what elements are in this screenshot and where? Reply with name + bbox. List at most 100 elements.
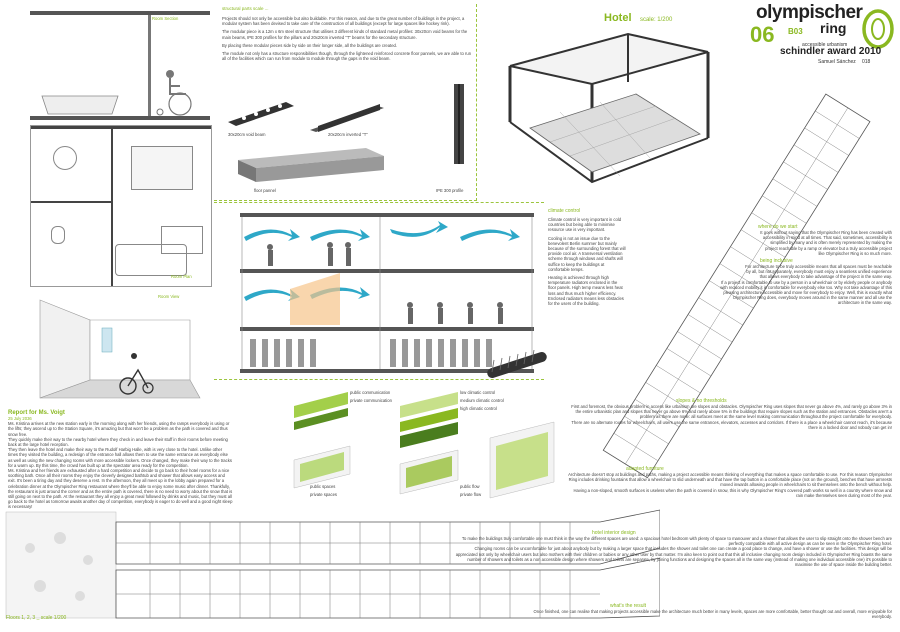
structure-text: Projects should not only be accessible b…	[222, 16, 472, 61]
legend-list: public communication private communicati…	[310, 386, 560, 502]
floors-label: Floors 1, 2, 3 _ scale 1/200	[6, 615, 67, 621]
inverted-t-icon	[310, 104, 384, 132]
where-heading: where do we start	[758, 224, 798, 230]
legend-private-flow: private flow	[460, 492, 482, 497]
structure-panel: structural parts scale ... Projects shou…	[214, 4, 477, 201]
being-text: For architecture to be truly accessible …	[745, 264, 892, 280]
floor-pannel-label: floor pannel	[254, 188, 276, 193]
diagonal-building-plan	[602, 93, 871, 479]
room-view-label: Room View	[158, 294, 180, 299]
adapted-heading: adapted furniture	[626, 466, 664, 472]
room-section: Room Section	[30, 8, 210, 122]
right-text-block: where do we start It goes without saying…	[640, 224, 892, 404]
climate-para-1: Climate control is very important in col…	[548, 217, 622, 233]
room-plan-wall-vertical	[111, 126, 113, 286]
being-heading: being inclusive	[760, 258, 793, 265]
report-title: Report for Ms. Voigt	[8, 410, 65, 416]
void-beam-label: 30x20cm void beam	[228, 132, 266, 137]
hotel-design-text-2: Changing rooms can be uncomfortable for …	[455, 546, 892, 568]
structure-para-4: The module not only has a structure resp…	[222, 51, 472, 62]
wheelchair-user-icon	[156, 70, 192, 116]
climate-para-3: Heating is achieved through high tempera…	[548, 275, 624, 307]
hotel-scale: scale: 1/200	[639, 17, 673, 23]
bathtub-plan-icon	[115, 244, 187, 276]
legend-private-communication: private communication	[350, 398, 392, 403]
inverted-t-label: 20x20cm inverted "T"	[328, 132, 368, 137]
slopes-text: First and foremost, the obvious problem …	[571, 404, 892, 420]
being-text-2: If a project is comfortable to use by a …	[720, 279, 892, 306]
climate-para-2: Cooling is not an issue due to the benev…	[548, 235, 626, 272]
project-number: 06	[750, 22, 775, 47]
room-plan: Room Plan	[30, 125, 212, 287]
adapted-text-2: Having a non-sloped, smooth surfaces is …	[573, 487, 892, 498]
ring-logo-icon	[862, 9, 894, 49]
project-code: B03	[788, 27, 803, 36]
legend-public-spaces: public spaces	[310, 484, 336, 489]
legend-medium-climatic: medium climatic control	[460, 398, 504, 403]
room-plan-wall-mid	[31, 201, 111, 203]
room-section-label: Room Section	[152, 16, 179, 21]
wheelchair-plan-icon	[53, 146, 77, 170]
ipe-profile-icon	[454, 84, 464, 164]
room-section-floor	[30, 11, 210, 15]
hotel-design-block: hotel interior design To make the buildi…	[452, 530, 892, 600]
slopes-block: slopes & no thresholds First and foremos…	[566, 398, 892, 458]
section-drawing	[240, 213, 534, 373]
legend-diagram: public communication private communicati…	[290, 386, 560, 502]
report-para-2: They quickly make their way to the nearb…	[8, 436, 228, 448]
report: Report for Ms. Voigt 25 July 2036 Ms. Kr…	[8, 410, 233, 509]
toilet-icon	[51, 226, 65, 244]
room-view: Room View	[30, 290, 210, 402]
climate-title: climate control	[548, 208, 581, 214]
slopes-text-2: There are no alternate routes for wheelc…	[571, 419, 892, 430]
bathtub-icon	[41, 95, 119, 115]
report-date: 25 July 2036	[8, 416, 32, 421]
floor-pannel-icon	[238, 148, 384, 182]
adapted-text: Architecture doesn't stop at buildings a…	[568, 472, 892, 488]
legend-public-flow: public flow	[460, 484, 480, 489]
slopes-heading: slopes & no thresholds	[676, 398, 727, 404]
floor-plan-drawing	[5, 509, 660, 619]
hotel-title: Hotel	[604, 12, 632, 24]
void-beam-icon	[228, 102, 294, 126]
bed-icon	[131, 146, 193, 190]
author-name: Samuel Sánchez	[818, 59, 856, 65]
room-view-drawing	[39, 299, 201, 399]
room-plan-label: Room Plan	[171, 274, 192, 279]
adapted-block: adapted furniture Architecture doesn't s…	[506, 466, 892, 526]
whats-heading: what's the result	[610, 603, 646, 609]
whats-text: Once finished, one can realise that maki…	[533, 609, 892, 620]
legend-high-climatic: high climatic control	[460, 406, 497, 411]
report-para-4: Ms. Kristina and her friends are exhaust…	[8, 468, 233, 510]
legend-public-communication: public communication	[350, 390, 391, 395]
hotel-design-heading: hotel interior design	[592, 530, 636, 536]
title-line1: olympischer	[756, 2, 863, 23]
whats-block: what's the result Once finished, one can…	[520, 603, 892, 629]
structure-para-1: Projects should not only be accessible b…	[222, 16, 465, 27]
hotel-title-block: Hotel scale: 1/200	[604, 8, 672, 26]
structure-heading: structural parts scale ...	[222, 6, 269, 11]
climate-panel: climate control Climate control is very …	[548, 208, 626, 358]
legend-private-spaces: private spaces	[310, 492, 337, 497]
section-panel	[214, 202, 544, 380]
author-number: 018	[862, 59, 871, 65]
radiator-icon	[487, 350, 547, 379]
desk-icon	[161, 226, 203, 254]
structure-para-2: The modular piece is a 12m x 6m steel st…	[222, 29, 468, 40]
floor-plan: Floors 1, 2, 3 _ scale 1/200	[0, 508, 660, 626]
award-line: schindler award 2010	[780, 46, 882, 57]
structure-3d-drawing	[508, 32, 710, 184]
room-section-floor-bottom	[30, 116, 210, 120]
title-block: olympischer ring 06 B03 accessible urban…	[742, 2, 898, 72]
title-line2: ring	[820, 20, 847, 36]
structure-para-3: By placing these modular pieces side by …	[222, 42, 398, 48]
legend-diagram-drawing	[293, 392, 555, 499]
hotel-design-text: To make the buildings truly comfortable …	[461, 536, 892, 547]
room-section-wall	[148, 15, 151, 116]
room-plan-wall-top	[31, 126, 211, 129]
report-para-3: They then leave the hotel and make their…	[8, 447, 232, 468]
ipe-profile-label: IPE 300 profile	[436, 188, 464, 193]
where-text: It goes without saying that the Olympisc…	[760, 230, 892, 256]
report-para-1: Ms. Kristina arrives at the new station …	[8, 421, 230, 437]
legend-low-climatic: low climatic control	[460, 390, 496, 395]
